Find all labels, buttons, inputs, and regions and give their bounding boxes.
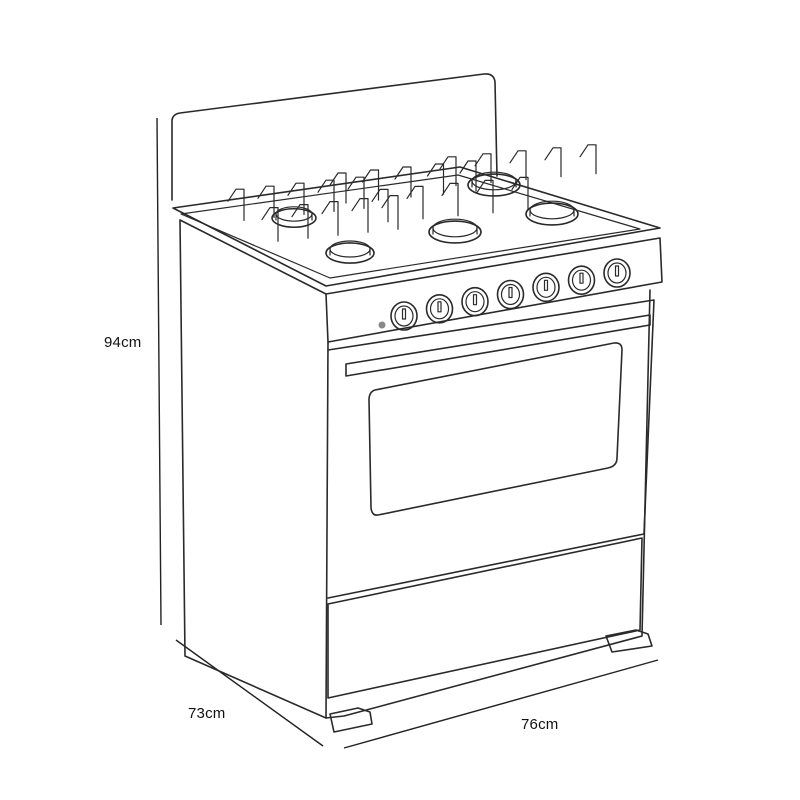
foot-left xyxy=(329,707,373,733)
knob-row xyxy=(390,258,631,331)
height-value: 94 xyxy=(104,334,122,351)
burner xyxy=(271,206,317,229)
width-value: 76 xyxy=(521,716,539,733)
height-unit: cm xyxy=(121,334,142,351)
oven-door-handle xyxy=(345,314,651,377)
grate xyxy=(227,176,365,221)
knob xyxy=(390,301,418,331)
knob xyxy=(567,265,596,295)
knob xyxy=(532,272,560,303)
oven-window xyxy=(368,342,623,516)
grate xyxy=(371,176,529,223)
stove-front-body xyxy=(325,289,651,719)
height-dimension-line xyxy=(156,117,162,626)
knob xyxy=(461,286,489,317)
grate xyxy=(439,144,597,187)
burner xyxy=(428,218,482,244)
indicator-light xyxy=(378,321,386,329)
depth-unit: cm xyxy=(205,705,226,722)
grate xyxy=(261,195,399,242)
grate-group xyxy=(227,144,597,242)
grate xyxy=(329,160,477,204)
depth-dimension-line xyxy=(175,639,324,747)
cooktop-rim xyxy=(180,174,641,279)
knob xyxy=(425,294,454,324)
knob xyxy=(496,279,525,310)
width-dimension-line xyxy=(343,659,659,749)
control-panel xyxy=(325,237,663,343)
oven-door xyxy=(327,299,655,599)
knob xyxy=(603,258,631,288)
width-label: 76cm xyxy=(521,716,559,733)
width-unit: cm xyxy=(538,716,559,733)
backsplash xyxy=(171,73,498,201)
burner xyxy=(525,200,579,226)
depth-label: 73cm xyxy=(188,705,226,722)
body-side xyxy=(179,219,327,719)
burner-group xyxy=(271,171,579,264)
storage-drawer xyxy=(327,537,643,699)
burner xyxy=(325,240,375,264)
height-label: 94cm xyxy=(104,334,142,351)
depth-value: 73 xyxy=(188,705,206,722)
foot-right xyxy=(605,629,653,653)
